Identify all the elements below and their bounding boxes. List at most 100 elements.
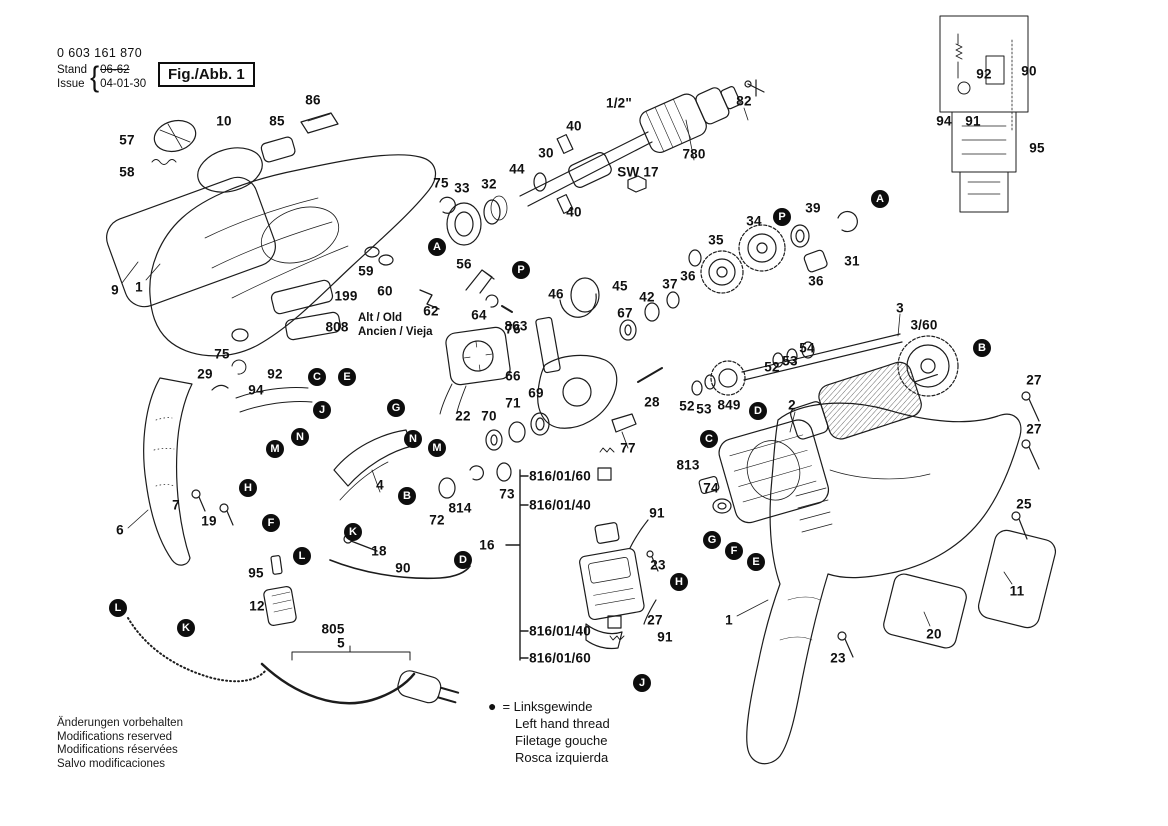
part-label: 3 xyxy=(896,300,904,316)
part-label: 1 xyxy=(725,612,733,628)
part-label: 45 xyxy=(612,278,628,294)
part-label: 849 xyxy=(717,397,741,413)
part-label: 9 xyxy=(111,282,119,298)
assembly-letter-k: K xyxy=(177,619,195,637)
title-block: 0 603 161 870 Stand Issue { 06-62 04-01-… xyxy=(57,46,146,91)
assembly-letter-p: P xyxy=(773,208,791,226)
part-label: 30 xyxy=(538,145,554,161)
part-label: 28 xyxy=(644,394,660,410)
assembly-letter-l: L xyxy=(109,599,127,617)
part-label: 76 xyxy=(505,321,521,337)
part-label: 52 xyxy=(764,359,780,375)
part-label: 816/01/60 xyxy=(529,468,591,484)
part-label: 814 xyxy=(448,500,472,516)
part-number: 0 603 161 870 xyxy=(57,46,143,60)
part-label: 25 xyxy=(1016,496,1032,512)
assembly-letter-a: A xyxy=(428,238,446,256)
part-label: 19 xyxy=(201,513,217,529)
part-label: 816/01/60 xyxy=(529,650,591,666)
assembly-letter-h: H xyxy=(670,573,688,591)
part-label: 95 xyxy=(248,565,264,581)
part-label: 75 xyxy=(433,175,449,191)
assembly-letter-f: F xyxy=(725,542,743,560)
part-label: 70 xyxy=(481,408,497,424)
part-label: 94 xyxy=(936,113,952,129)
left-hand-thread-legend: ● = Linksgewinde Left hand thread Fileta… xyxy=(488,698,610,766)
part-label: 85 xyxy=(269,113,285,129)
part-label: 27 xyxy=(647,612,663,628)
assembly-letter-h: H xyxy=(239,479,257,497)
part-label: 40 xyxy=(566,118,582,134)
part-label: 95 xyxy=(1029,140,1045,156)
assembly-letter-d: D xyxy=(454,551,472,569)
stand-label: Stand xyxy=(57,64,88,76)
assembly-letter-l: L xyxy=(293,547,311,565)
part-label: 11 xyxy=(1009,583,1025,599)
part-label: 91 xyxy=(965,113,981,129)
legend-line3: Filetage gouche xyxy=(515,733,608,748)
part-label: SW 17 xyxy=(617,164,659,180)
assembly-letter-p: P xyxy=(512,261,530,279)
legend-line2: Left hand thread xyxy=(515,716,610,731)
legend-line4: Rosca izquierda xyxy=(515,750,609,765)
part-label: 42 xyxy=(639,289,655,305)
part-label: 58 xyxy=(119,164,135,180)
assembly-letter-c: C xyxy=(308,368,326,386)
part-label: 91 xyxy=(657,629,673,645)
part-label: 27 xyxy=(1026,372,1042,388)
part-label: 863 xyxy=(504,318,528,334)
part-label: 46 xyxy=(548,286,564,302)
assembly-letter-j: J xyxy=(313,401,331,419)
footer-line3: Modifications réservées xyxy=(57,744,178,756)
part-label: 77 xyxy=(620,440,636,456)
footer-line4: Salvo modificaciones xyxy=(57,757,166,770)
part-label: 1/2" xyxy=(606,95,632,111)
assembly-letter-e: E xyxy=(338,368,356,386)
assembly-letter-m: M xyxy=(428,439,446,457)
part-label: 72 xyxy=(429,512,445,528)
part-label: 20 xyxy=(926,626,942,642)
issue-label: Issue xyxy=(57,78,85,90)
part-label: 199 xyxy=(334,288,358,304)
part-label: 67 xyxy=(617,305,633,321)
part-label: 57 xyxy=(119,132,135,148)
part-label: 56 xyxy=(456,256,472,272)
old-issue-date: 06-62 xyxy=(100,64,130,76)
issue-block: Stand Issue { 06-62 04-01-30 xyxy=(57,63,146,91)
part-label: 69 xyxy=(528,385,544,401)
assembly-letter-f: F xyxy=(262,514,280,532)
part-label: 53 xyxy=(696,401,712,417)
part-label: 92 xyxy=(976,66,992,82)
assembly-letter-e: E xyxy=(747,553,765,571)
part-label: 82 xyxy=(736,93,752,109)
part-label: 60 xyxy=(377,283,393,299)
part-label: 91 xyxy=(649,505,665,521)
part-label: 7 xyxy=(172,497,180,513)
part-label: 86 xyxy=(305,92,321,108)
part-label: 3/60 xyxy=(910,317,938,333)
part-label: 39 xyxy=(805,200,821,216)
part-label: 29 xyxy=(197,366,213,382)
part-label: 36 xyxy=(680,268,696,284)
part-label: 1 xyxy=(135,279,143,295)
assembly-letter-a: A xyxy=(871,190,889,208)
part-label: 94 xyxy=(248,382,264,398)
assembly-letter-g: G xyxy=(703,531,721,549)
part-label: 816/01/40 xyxy=(529,497,591,513)
assembly-letter-n: N xyxy=(404,430,422,448)
part-label: 34 xyxy=(746,213,762,229)
assembly-letter-b: B xyxy=(973,339,991,357)
assembly-letter-m: M xyxy=(266,440,284,458)
part-label: 10 xyxy=(216,113,232,129)
assembly-letter-k: K xyxy=(344,523,362,541)
part-label: 27 xyxy=(1026,421,1042,437)
part-label: 40 xyxy=(566,204,582,220)
alt-old-note: Alt / Old Ancien / Vieja xyxy=(358,312,433,339)
part-label: 5 xyxy=(337,635,345,651)
part-label: 808 xyxy=(325,319,349,335)
part-label: 37 xyxy=(662,276,678,292)
part-label: 33 xyxy=(454,180,470,196)
assembly-letter-j: J xyxy=(633,674,651,692)
part-label: 805 xyxy=(321,621,345,637)
